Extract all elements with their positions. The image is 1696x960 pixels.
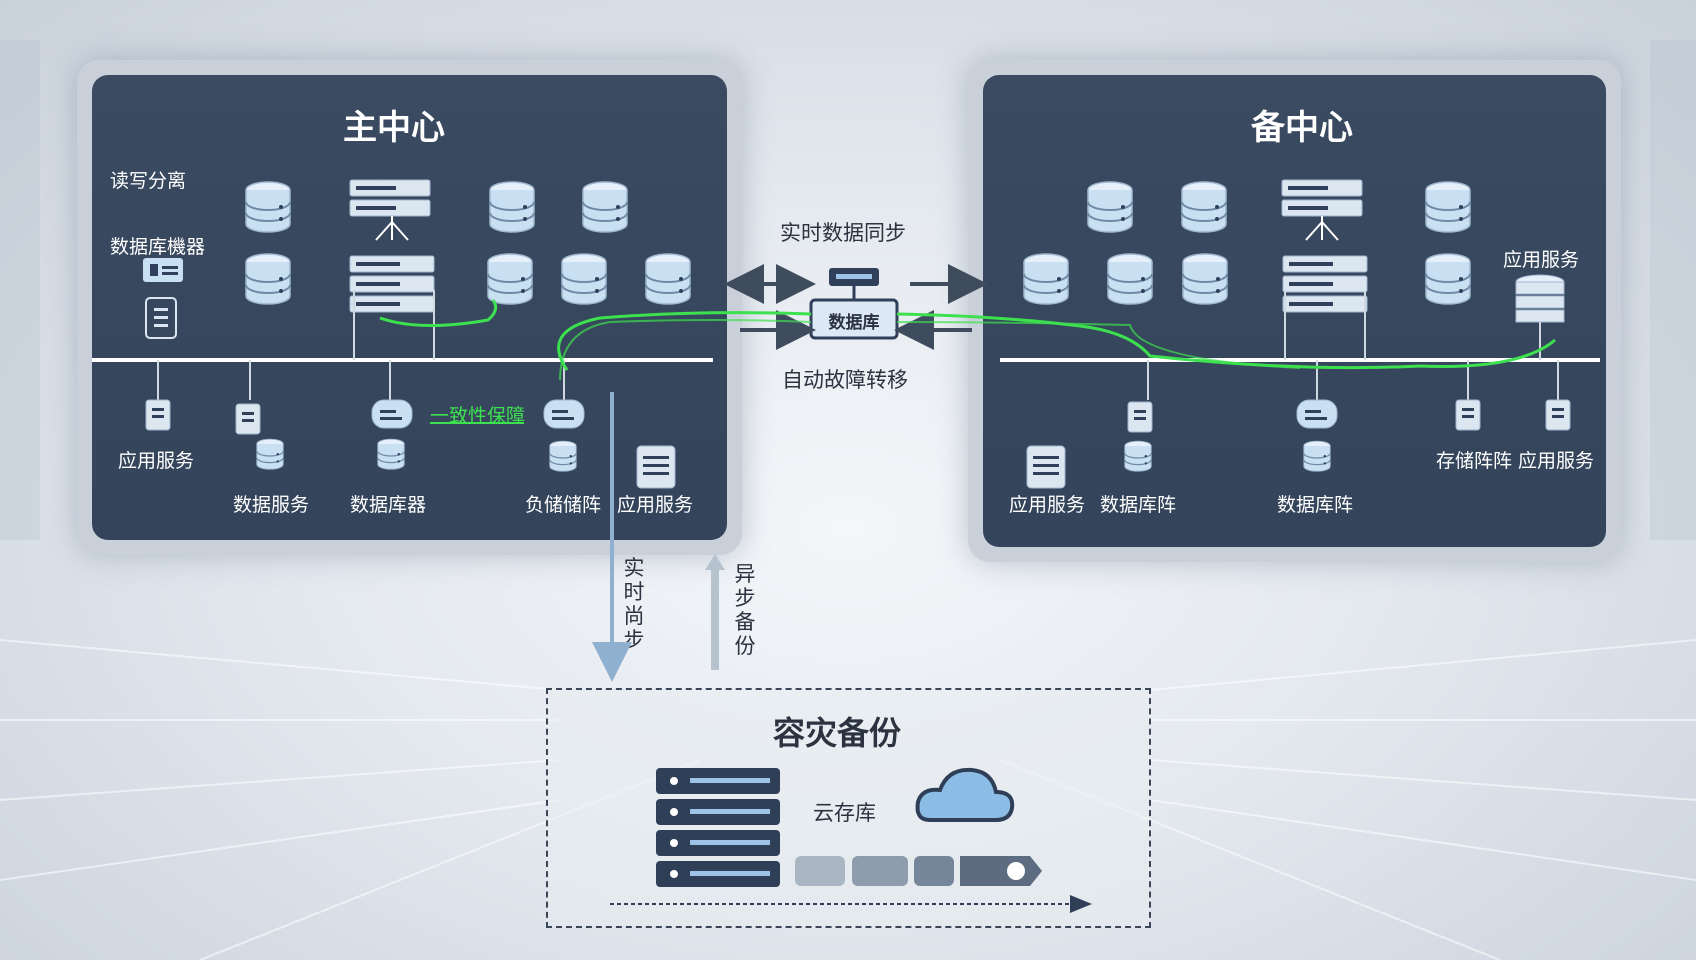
async-backup-up-label: 异步备份	[734, 562, 756, 658]
backup-bottom-label-2: 数据库阵	[1100, 494, 1177, 516]
read-write-split-label: 读写分离	[110, 170, 187, 192]
primary-bottom-label-5: 应用服务	[617, 494, 694, 516]
backup-app-service-top-label: 应用服务	[1503, 249, 1580, 271]
transfer-progress-bar	[795, 856, 1042, 886]
backup-bottom-label-3: 数据库阵	[1277, 494, 1354, 516]
primary-bottom-label-4: 负储储阵	[525, 494, 602, 516]
backup-server-stack	[656, 768, 780, 887]
realtime-sync-path	[379, 299, 1556, 371]
realtime-sync-label: 实时数据同步	[780, 221, 906, 245]
backup-center-title: 备中心	[1251, 108, 1353, 148]
db-server-label: 数据库機器	[110, 236, 206, 258]
backup-db-cluster	[1000, 179, 1600, 489]
auto-failover-label: 自动故障转移	[782, 368, 908, 392]
backup-bottom-label-5: 应用服务	[1518, 450, 1595, 472]
disaster-backup-box	[546, 688, 1151, 928]
cloud-icon	[915, 767, 1015, 822]
primary-bottom-label-1: 应用服务	[118, 450, 195, 472]
disaster-backup-title: 容灾备份	[773, 714, 902, 752]
primary-bottom-label-2: 数据服务	[233, 494, 310, 516]
cloud-storage-label: 云存库	[813, 801, 876, 825]
primary-center-title: 主中心	[343, 108, 445, 148]
sync-device-label: 数据库	[828, 313, 880, 333]
primary-db-cluster	[92, 179, 713, 489]
realtime-sync-down-label: 实时尚步	[623, 556, 645, 652]
primary-bottom-label-3: 数据库器	[350, 494, 427, 516]
backup-bottom-label-1: 应用服务	[1009, 494, 1086, 516]
backup-bottom-label-4: 存储阵阵	[1436, 450, 1513, 472]
consistency-label: 一致性保障	[430, 405, 526, 427]
